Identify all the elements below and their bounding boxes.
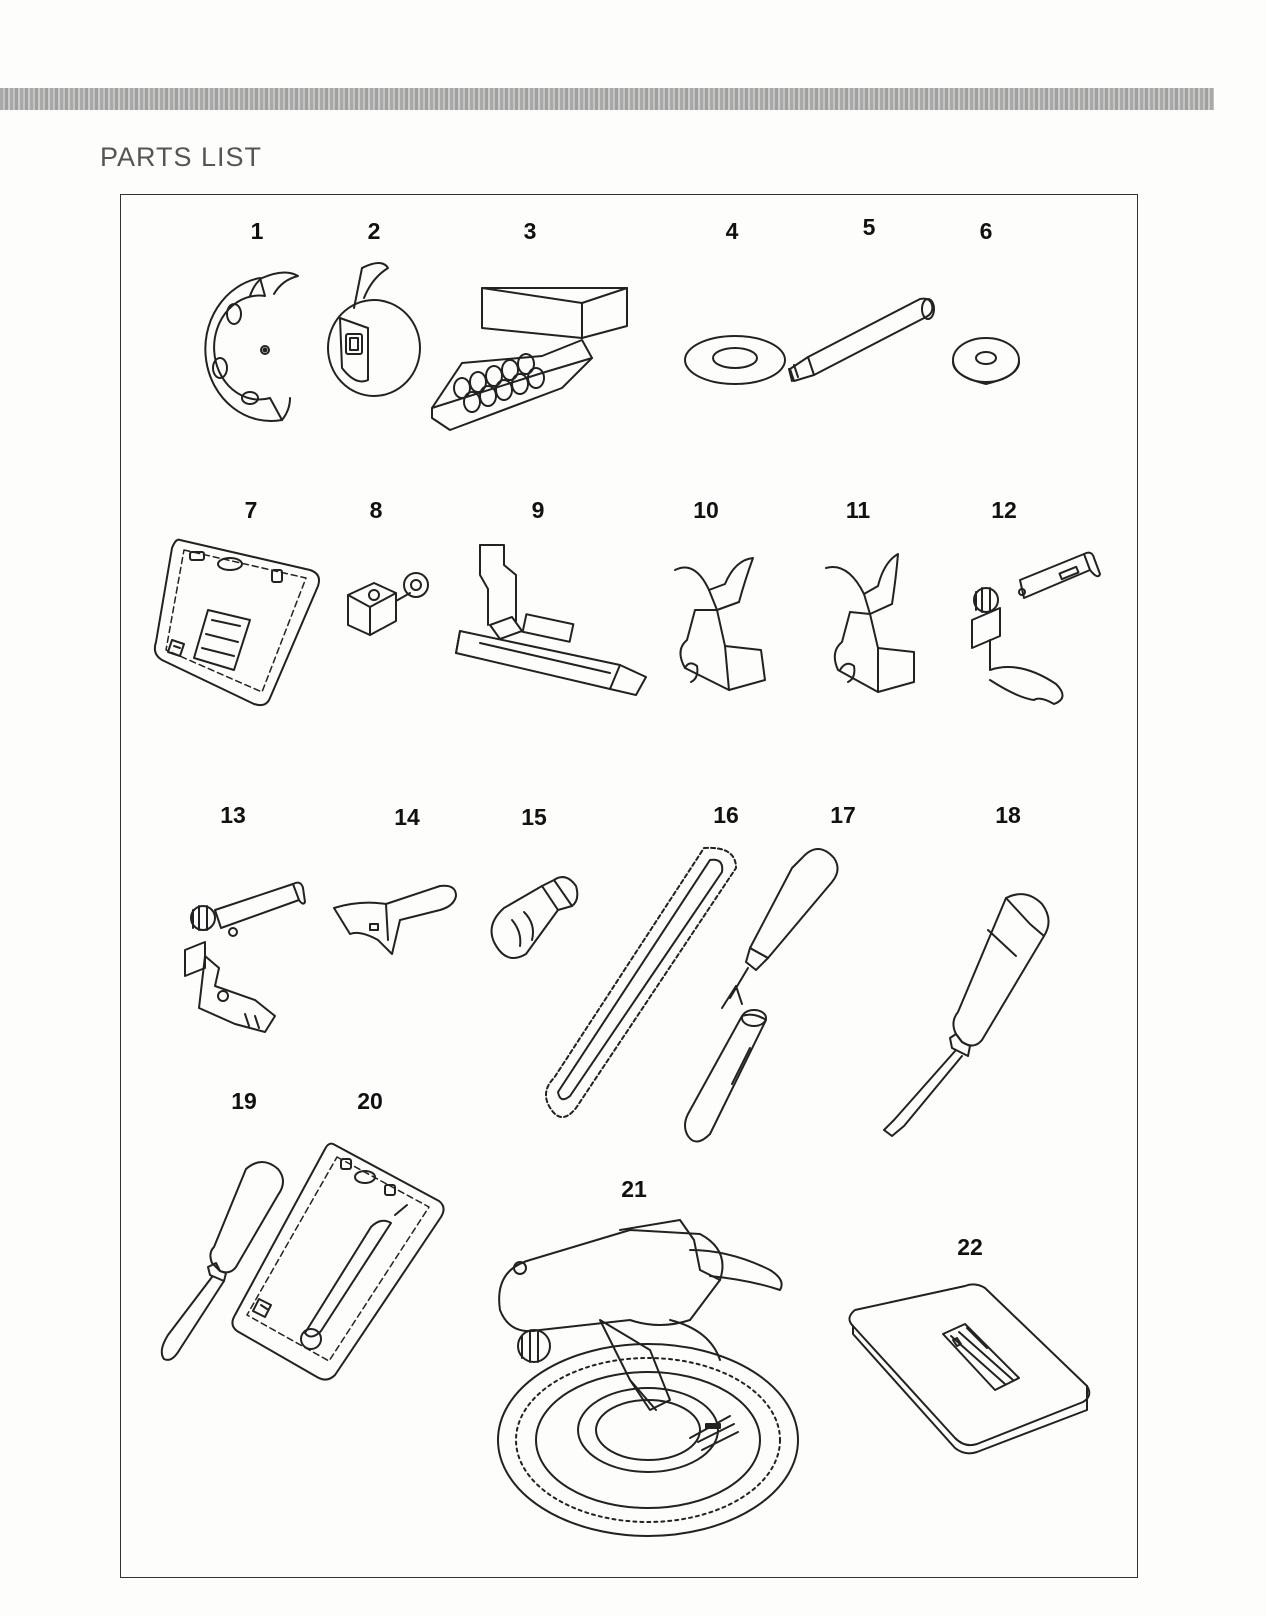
bobbin-box-icon xyxy=(431,287,628,431)
part-number: 6 xyxy=(979,218,993,244)
cording-foot-icon xyxy=(184,881,306,1033)
part-number: 13 xyxy=(220,802,246,828)
part-number: 20 xyxy=(357,1088,383,1114)
part-number: 11 xyxy=(845,497,871,523)
buttonhole-foot-icon xyxy=(455,544,647,696)
twin-needle-pack-icon xyxy=(231,1142,445,1381)
drive-belt-icon xyxy=(545,846,737,1118)
screwdriver-large-icon xyxy=(883,893,1050,1137)
screwdriver-small-icon xyxy=(160,1161,284,1361)
shuttle-hook-icon xyxy=(204,271,299,422)
presser-foot-icon xyxy=(674,557,766,691)
part-number: 12 xyxy=(991,497,1017,523)
foot-attachment-icon xyxy=(333,884,457,955)
part-number: 2 xyxy=(367,218,381,244)
part-number: 16 xyxy=(713,802,739,828)
presser-foot-alt-icon xyxy=(825,553,915,693)
part-number: 8 xyxy=(369,497,383,523)
part-number: 4 xyxy=(725,218,739,244)
part-number: 7 xyxy=(244,497,258,523)
parts-frame xyxy=(120,194,1138,1578)
washer-icon xyxy=(952,337,1020,385)
part-number: 22 xyxy=(957,1234,983,1260)
header-band xyxy=(0,88,1214,110)
page-title: PARTS LIST xyxy=(100,142,263,172)
part-number: 14 xyxy=(394,804,420,830)
circular-attachment-icon xyxy=(497,1219,799,1537)
spool-felt-icon xyxy=(684,335,786,385)
part-number: 5 xyxy=(862,214,876,240)
part-number: 15 xyxy=(521,804,547,830)
part-number: 10 xyxy=(693,497,719,523)
needle-plate-icon xyxy=(848,1283,1091,1455)
part-number: 17 xyxy=(830,802,856,828)
part-number: 19 xyxy=(231,1088,257,1114)
light-bulb-icon xyxy=(490,876,579,959)
part-number: 1 xyxy=(250,218,264,244)
part-number: 21 xyxy=(621,1176,647,1202)
seam-ripper-icon xyxy=(684,848,839,1143)
part-number: 18 xyxy=(995,802,1021,828)
part-number: 9 xyxy=(531,497,545,523)
bobbin-case-icon xyxy=(327,262,421,397)
part-number: 3 xyxy=(523,218,537,244)
needle-pack-icon xyxy=(153,538,320,707)
screw-block-icon xyxy=(347,572,429,636)
spool-pin-icon xyxy=(788,297,935,382)
zipper-foot-icon xyxy=(971,551,1101,705)
